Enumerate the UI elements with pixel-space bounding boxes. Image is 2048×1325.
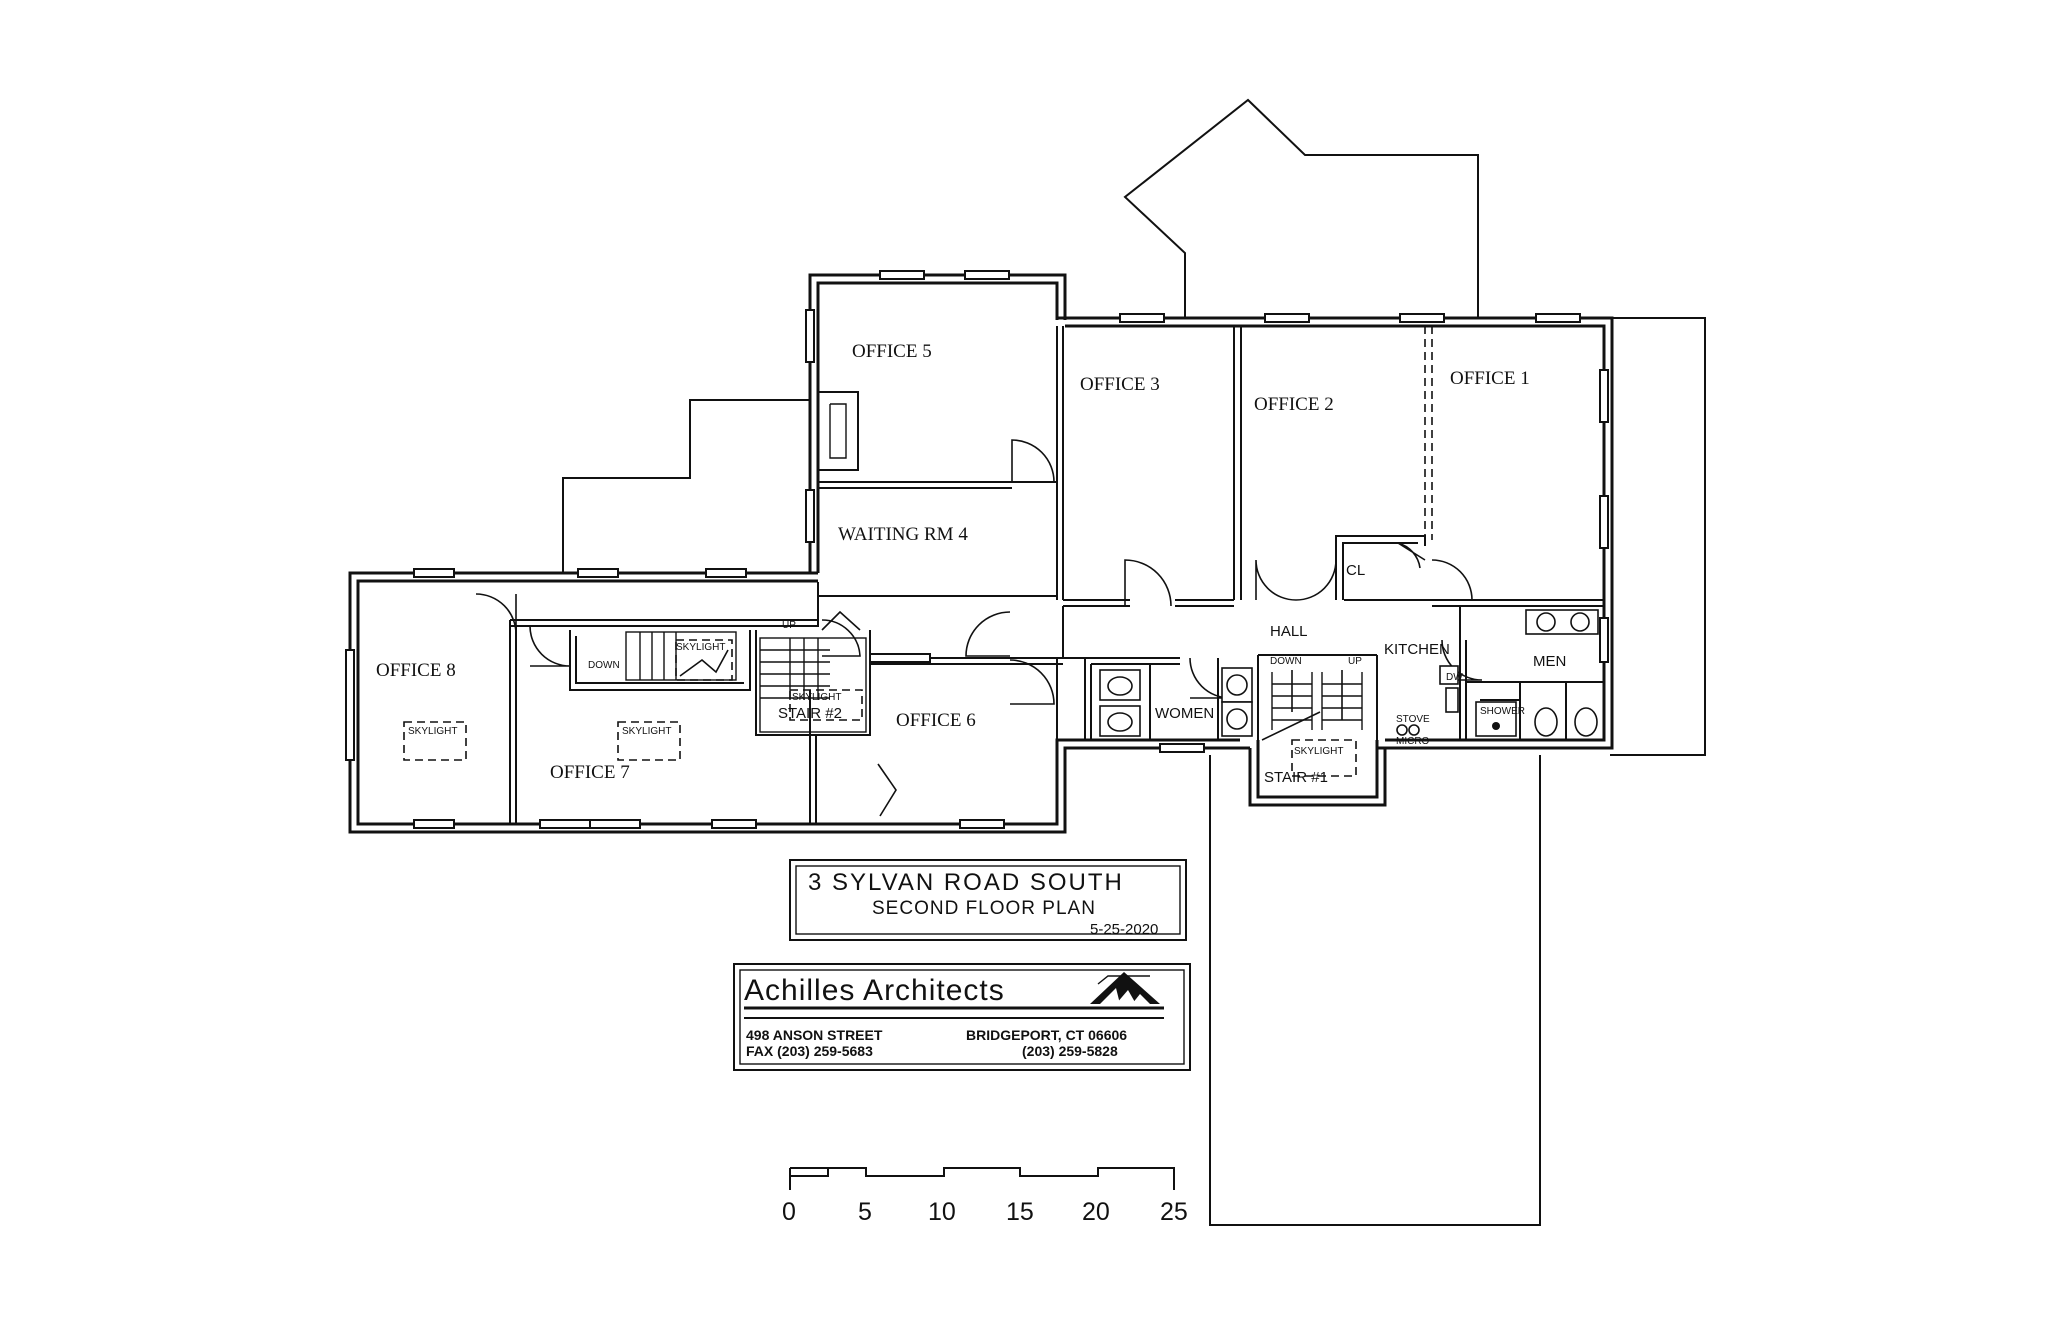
stair-west bbox=[625, 631, 737, 681]
exterior-walls bbox=[348, 273, 1614, 834]
room-label-men: MEN bbox=[1533, 653, 1566, 670]
room-label-office-2: OFFICE 2 bbox=[1254, 394, 1334, 415]
stair-2 bbox=[759, 637, 867, 733]
room-label-kitchen: KITCHEN bbox=[1384, 641, 1450, 658]
skylight-label-stair-2: SKYLIGHT bbox=[792, 692, 841, 703]
firm-street: 498 ANSON STREET bbox=[746, 1027, 883, 1043]
room-label-office-8: OFFICE 8 bbox=[376, 660, 456, 681]
stair-1 bbox=[1261, 670, 1363, 777]
firm-logo bbox=[1090, 972, 1160, 1004]
skylight-label-stair-1: SKYLIGHT bbox=[1294, 746, 1343, 757]
firm-block: Achilles Architects 498 ANSON STREET FAX… bbox=[733, 963, 1191, 1071]
scale-label-0: 0 bbox=[782, 1198, 796, 1226]
graphic-scale: 0 5 10 15 20 25 bbox=[782, 1167, 1188, 1226]
drawing-date: 5-25-2020 bbox=[1090, 921, 1158, 938]
interior-walls bbox=[509, 326, 1604, 824]
west-stair-down-label: DOWN bbox=[588, 660, 620, 671]
room-label-waiting-rm-4: WAITING RM 4 bbox=[838, 524, 968, 545]
doors bbox=[475, 439, 1483, 817]
windows bbox=[345, 270, 1609, 829]
room-labels: OFFICE 1 OFFICE 2 OFFICE 3 WAITING RM 4 … bbox=[376, 341, 1566, 786]
dishwasher-label: DW bbox=[1446, 672, 1463, 683]
scale-label-20: 20 bbox=[1082, 1198, 1110, 1226]
room-label-office-6: OFFICE 6 bbox=[896, 710, 976, 731]
plumbing-fixtures bbox=[1099, 609, 1599, 737]
room-label-office-5: OFFICE 5 bbox=[852, 341, 932, 362]
room-label-office-7: OFFICE 7 bbox=[550, 762, 630, 783]
room-label-office-1: OFFICE 1 bbox=[1450, 368, 1530, 389]
project-address: 3 SYLVAN ROAD SOUTH bbox=[808, 869, 1124, 896]
firm-city: BRIDGEPORT, CT 06606 bbox=[966, 1027, 1127, 1043]
stair-1-down-label: DOWN bbox=[1270, 656, 1302, 667]
roof-outline bbox=[562, 98, 1706, 1226]
room-label-stair-1: STAIR #1 bbox=[1264, 769, 1328, 786]
room-label-women: WOMEN bbox=[1155, 705, 1214, 722]
skylight-label-office-7: SKYLIGHT bbox=[622, 726, 671, 737]
fireplace bbox=[818, 391, 859, 471]
stair-2-up-label: UP bbox=[782, 620, 796, 631]
scale-label-10: 10 bbox=[928, 1198, 956, 1226]
stove-label: STOVE bbox=[1396, 714, 1430, 725]
shower-label: SHOWER bbox=[1480, 706, 1525, 717]
firm-name: Achilles Architects bbox=[744, 974, 1005, 1007]
title-block: 3 SYLVAN ROAD SOUTH SECOND FLOOR PLAN 5-… bbox=[789, 859, 1187, 941]
skylight-label-west-stair: SKYLIGHT bbox=[676, 642, 725, 653]
room-label-office-3: OFFICE 3 bbox=[1080, 374, 1160, 395]
room-label-closet: CL bbox=[1346, 562, 1365, 579]
scale-label-5: 5 bbox=[858, 1198, 872, 1226]
room-label-hall: HALL bbox=[1270, 623, 1308, 640]
sheet-title: SECOND FLOOR PLAN bbox=[872, 898, 1096, 919]
scale-label-15: 15 bbox=[1006, 1198, 1034, 1226]
firm-fax: FAX (203) 259-5683 bbox=[746, 1043, 873, 1059]
firm-phone: (203) 259-5828 bbox=[1022, 1043, 1118, 1059]
skylight-label-office-8: SKYLIGHT bbox=[408, 726, 457, 737]
scale-label-25: 25 bbox=[1160, 1198, 1188, 1226]
skylights bbox=[403, 721, 681, 761]
room-label-stair-2: STAIR #2 bbox=[778, 705, 842, 722]
micro-label: MICRO bbox=[1396, 736, 1430, 747]
stair-1-up-label: UP bbox=[1348, 656, 1362, 667]
